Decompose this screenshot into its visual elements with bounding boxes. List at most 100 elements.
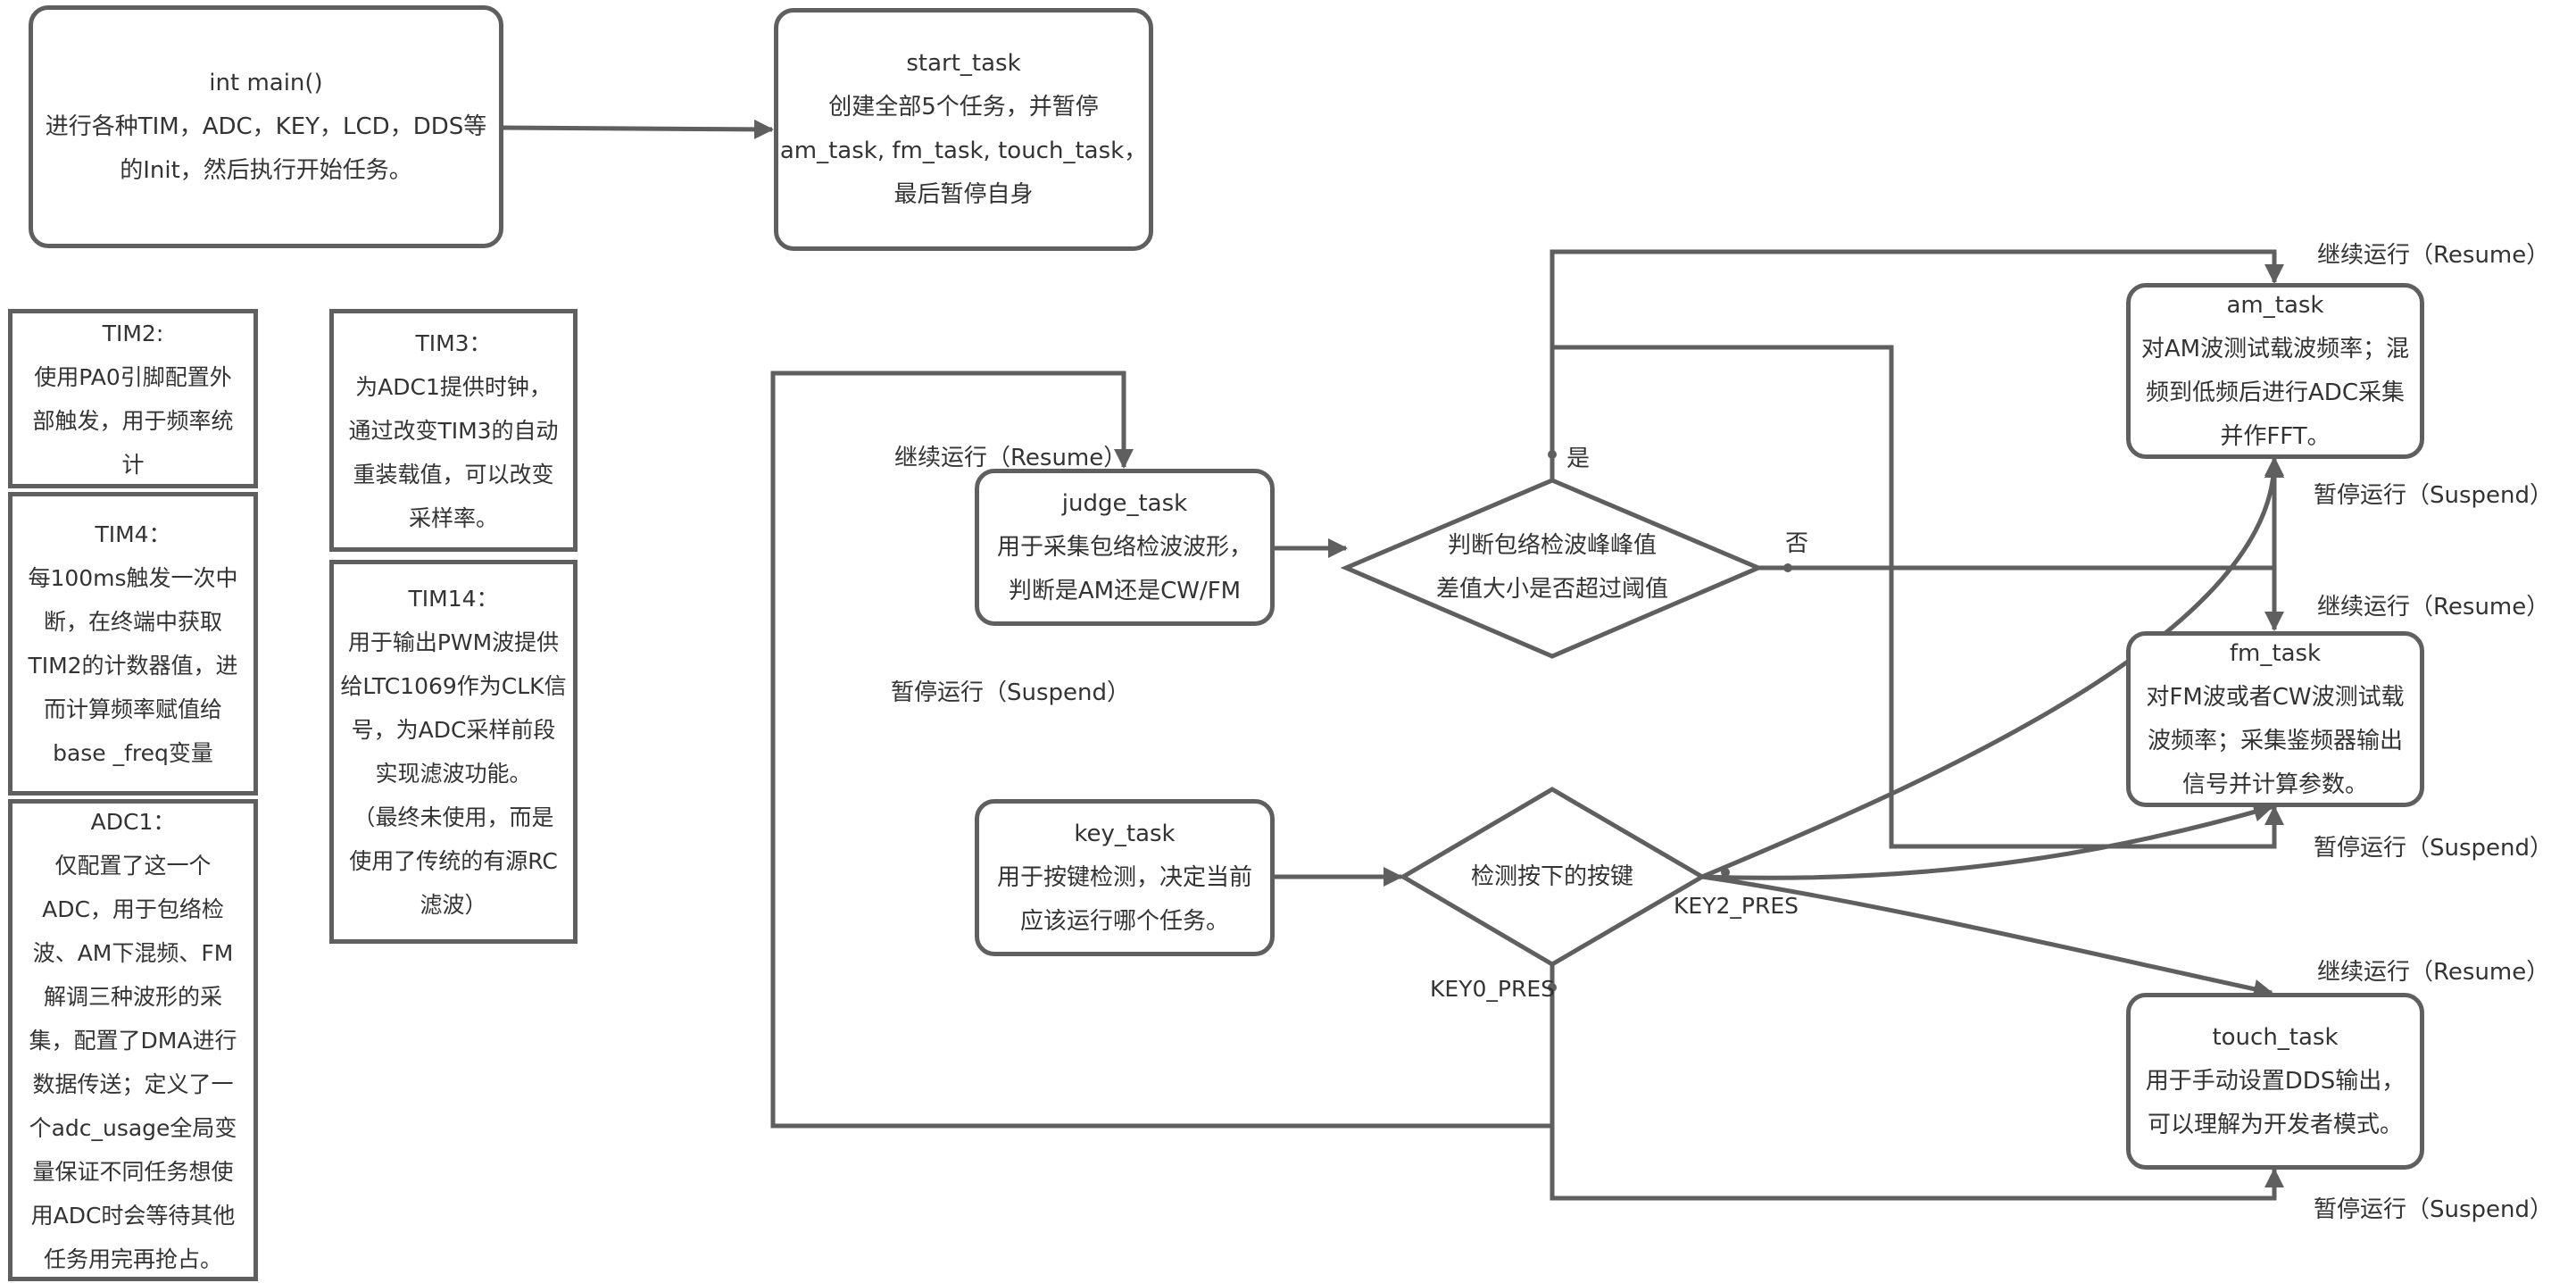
- note-tim14-line: 号，为ADC采样前段: [351, 717, 556, 743]
- note-tim2-line: 部触发，用于频率统: [32, 407, 234, 434]
- decision-key-text: 检测按下的按键: [1418, 855, 1686, 899]
- touch-task-title: touch_task: [2212, 1023, 2339, 1051]
- touch-task-node: touch_task 用于手动设置DDS输出， 可以理解为开发者模式。: [2126, 993, 2424, 1170]
- note-tim3-line: 采样率。: [408, 504, 498, 531]
- start-task-title: start_task: [906, 50, 1021, 77]
- fm-suspend-label: 暂停运行（Suspend）: [2314, 835, 2554, 862]
- edge-key2-to-touch: [1701, 874, 2273, 999]
- fm-resume-label: 继续运行（Resume）: [2317, 594, 2550, 621]
- note-adc1-line: 量保证不同任务想使: [32, 1158, 234, 1185]
- note-tim4-line: TIM2的计数器值，进: [28, 653, 238, 679]
- edge-key2-to-am: [1701, 458, 2284, 879]
- decision-envelope-line: 判断包络检波峰峰值: [1447, 532, 1657, 559]
- start-task-node: start_task 创建全部5个任务，并暂停 am_task, fm_task…: [774, 8, 1153, 251]
- am-task-title: am_task: [2226, 291, 2324, 319]
- start-task-line-1: 创建全部5个任务，并暂停: [828, 94, 1099, 121]
- main-node: int main() 进行各种TIM，ADC，KEY，LCD，DDS等 的Ini…: [29, 5, 503, 248]
- no-label: 否: [1785, 530, 1809, 557]
- am-task-line: 频到低频后进行ADC采集: [2146, 379, 2405, 406]
- am-task-line: 对AM波测试载波频率；混: [2140, 335, 2410, 362]
- fm-task-title: fm_task: [2229, 639, 2322, 667]
- judge-task-line: 用于采集包络检波波形，: [996, 533, 1252, 561]
- touch-task-line: 用于手动设置DDS输出，: [2145, 1067, 2406, 1095]
- key-task-line: 应该运行哪个任务。: [1019, 907, 1229, 935]
- touch-resume-label: 继续运行（Resume）: [2317, 959, 2550, 986]
- am-resume-label: 继续运行（Resume）: [2317, 242, 2550, 269]
- decision-envelope-line: 差值大小是否超过阈值: [1435, 576, 1668, 603]
- decision-key-shape: [1399, 787, 1707, 967]
- note-adc1-line: 用ADC时会等待其他: [30, 1202, 236, 1229]
- fm-task-line: 信号并计算参数。: [2181, 771, 2368, 798]
- key2-label: KEY2_PRES: [1674, 893, 1799, 919]
- key-task-title: key_task: [1074, 820, 1176, 847]
- edge-yes-suspend-fm: [1552, 345, 2284, 849]
- note-tim3-line: 为ADC1提供时钟，: [355, 373, 552, 400]
- note-tim3-line: 通过改变TIM3的自动: [348, 417, 559, 444]
- fm-task-line: 对FM波或者CW波测试载: [2146, 683, 2405, 711]
- touch-task-line: 可以理解为开发者模式。: [2147, 1111, 2403, 1138]
- key-task-node: key_task 用于按键检测，决定当前 应该运行哪个任务。: [975, 799, 1275, 956]
- note-adc1-line: 波、AM下混频、FM: [32, 939, 234, 966]
- am-suspend-label: 暂停运行（Suspend）: [2314, 482, 2554, 509]
- edge-loop-to-judge: [770, 371, 1552, 1129]
- note-tim14-line: （最终未使用，而是: [353, 804, 554, 830]
- note-tim14: TIM14： 用于输出PWM波提供 给LTC1069作为CLK信 号，为ADC采…: [329, 560, 578, 944]
- edge-key2-to-fm: [1701, 802, 2273, 880]
- decision-envelope-text: 判断包络检波峰峰值 差值大小是否超过阈值: [1374, 524, 1731, 612]
- note-tim2-line: 计: [121, 451, 145, 478]
- main-line-2: 的Init，然后执行开始任务。: [120, 156, 412, 184]
- judge-task-node: judge_task 用于采集包络检波波形， 判断是AM还是CW/FM: [975, 469, 1275, 626]
- touch-suspend-label: 暂停运行（Suspend）: [2314, 1196, 2554, 1223]
- yes-dot: [1548, 450, 1557, 459]
- start-task-line-2: am_task, fm_task, touch_task，: [779, 137, 1148, 164]
- key0-dot: [1548, 983, 1557, 992]
- no-dot: [1783, 563, 1792, 572]
- main-line-1: 进行各种TIM，ADC，KEY，LCD，DDS等: [45, 112, 487, 140]
- fm-task-node: fm_task 对FM波或者CW波测试载 波频率；采集鉴频器输出 信号并计算参数…: [2126, 631, 2424, 807]
- edge-yes-resume-am: [1550, 249, 2284, 480]
- judge-task-line: 判断是AM还是CW/FM: [1008, 577, 1242, 604]
- note-adc1-title: ADC1：: [90, 808, 176, 835]
- fm-task-line: 波频率；采集鉴频器输出: [2147, 727, 2403, 754]
- edge-main-to-start: [498, 119, 774, 139]
- edge-key0-down: [1550, 964, 2284, 1201]
- decision-key-line: 检测按下的按键: [1470, 863, 1633, 890]
- note-tim2-line: 使用PA0引脚配置外: [34, 363, 232, 390]
- note-tim2-title: TIM2:: [102, 320, 164, 346]
- note-adc1-line: 集，配置了DMA进行: [29, 1027, 237, 1054]
- note-tim14-line: 滤波）: [420, 892, 487, 918]
- judge-task-title: judge_task: [1061, 489, 1188, 517]
- note-tim3-line: 重装载值，可以改变: [353, 461, 554, 487]
- note-tim14-line: 用于输出PWM波提供: [347, 629, 560, 655]
- judge-suspend-label: 暂停运行（Suspend）: [891, 679, 1131, 706]
- note-adc1-line: 个adc_usage全局变: [29, 1114, 237, 1141]
- note-tim3-title: TIM3：: [415, 329, 492, 356]
- note-adc1-line: 解调三种波形的采: [43, 983, 222, 1010]
- yes-label: 是: [1566, 446, 1591, 472]
- note-tim4-line: 每100ms触发一次中: [28, 565, 238, 591]
- note-tim14-line: 使用了传统的有源RC: [349, 848, 558, 874]
- main-title: int main(): [209, 69, 323, 96]
- note-tim14-line: 实现滤波功能。: [375, 761, 532, 787]
- key2-dot: [1721, 868, 1730, 877]
- note-tim4: TIM4： 每100ms触发一次中 断，在终端中获取 TIM2的计数器值，进 而…: [8, 492, 258, 796]
- note-tim14-line: 给LTC1069作为CLK信: [340, 673, 567, 699]
- decision-envelope-shape: [1340, 478, 1765, 659]
- note-tim4-line: 断，在终端中获取: [43, 609, 222, 635]
- key0-label: KEY0_PRES: [1430, 976, 1555, 1002]
- note-adc1-line: 数据传送；定义了一: [32, 1071, 234, 1097]
- note-tim3: TIM3： 为ADC1提供时钟， 通过改变TIM3的自动 重装载值，可以改变 采…: [329, 309, 578, 552]
- am-task-line: 并作FFT。: [2220, 422, 2331, 450]
- key-task-line: 用于按键检测，决定当前: [996, 863, 1252, 891]
- judge-resume-label: 继续运行（Resume）: [894, 445, 1127, 471]
- note-adc1-line: 仅配置了这一个: [54, 852, 212, 879]
- note-adc1-line: ADC，用于包络检: [42, 896, 224, 922]
- note-tim4-line: 而计算频率赋值给: [43, 696, 222, 722]
- note-adc1: ADC1： 仅配置了这一个 ADC，用于包络检 波、AM下混频、FM 解调三种波…: [8, 799, 258, 1281]
- note-tim14-title: TIM14：: [408, 586, 499, 612]
- start-task-line-3: 最后暂停自身: [893, 181, 1034, 208]
- note-tim4-line: base _freq变量: [53, 740, 213, 766]
- note-tim2: TIM2: 使用PA0引脚配置外 部触发，用于频率统 计: [8, 309, 258, 488]
- am-task-node: am_task 对AM波测试载波频率；混 频到低频后进行ADC采集 并作FFT。: [2126, 283, 2424, 459]
